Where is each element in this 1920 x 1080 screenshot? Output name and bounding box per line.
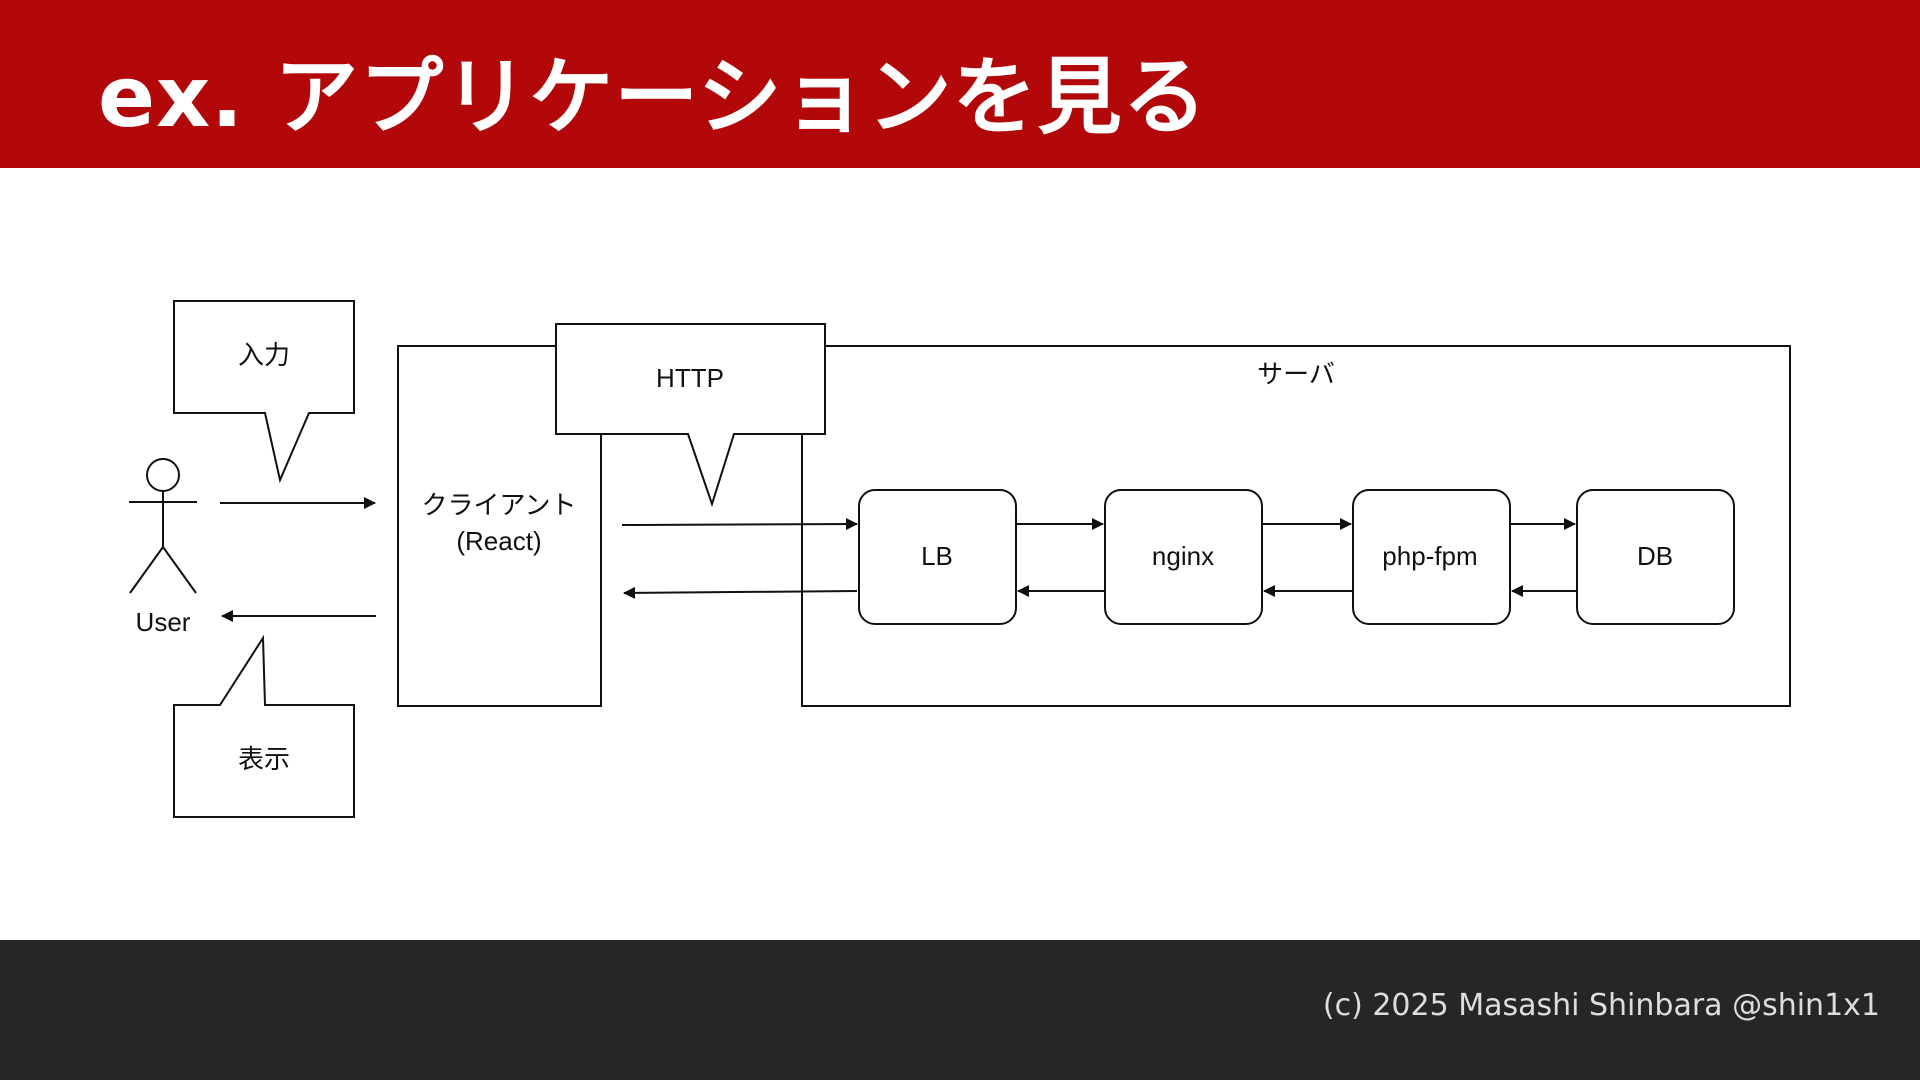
footer-bar: (c) 2025 Masashi Shinbara @shin1x1 [0, 940, 1920, 1080]
input-label: 入力 [238, 340, 290, 370]
stick-figure-icon [129, 458, 197, 594]
nginx-node: nginx [1104, 489, 1263, 625]
display-label: 表示 [238, 744, 290, 774]
client-label-line1: クライアント [422, 490, 577, 520]
display-callout: 表示 [173, 634, 355, 818]
architecture-diagram: サーバ クライアント (React) HTTP 入力 表示 [0, 168, 1920, 940]
copyright-text: (c) 2025 Masashi Shinbara @shin1x1 [1322, 988, 1880, 1023]
db-node: DB [1576, 489, 1735, 625]
nginx-label: nginx [1152, 541, 1214, 571]
title-bar: ex. アプリケーションを見る [0, 0, 1920, 168]
php-fpm-label: php-fpm [1382, 541, 1477, 571]
http-callout: HTTP [555, 323, 826, 508]
input-callout: 入力 [173, 300, 355, 484]
db-label: DB [1637, 541, 1673, 571]
slide-title: ex. アプリケーションを見る [98, 48, 1208, 146]
user-actor: User [129, 458, 197, 637]
arrow-client-to-lb [621, 518, 858, 531]
user-label: User [136, 607, 191, 637]
diagram-canvas: サーバ クライアント (React) HTTP 入力 表示 [129, 300, 1791, 818]
php-fpm-node: php-fpm [1352, 489, 1511, 625]
lb-label: LB [921, 541, 953, 571]
client-box: クライアント (React) [397, 345, 602, 707]
http-label: HTTP [656, 363, 724, 393]
client-label-line2: (React) [456, 526, 541, 556]
server-label: サーバ [1257, 359, 1335, 389]
arrow-lb-to-client [623, 586, 858, 599]
lb-node: LB [858, 489, 1017, 625]
